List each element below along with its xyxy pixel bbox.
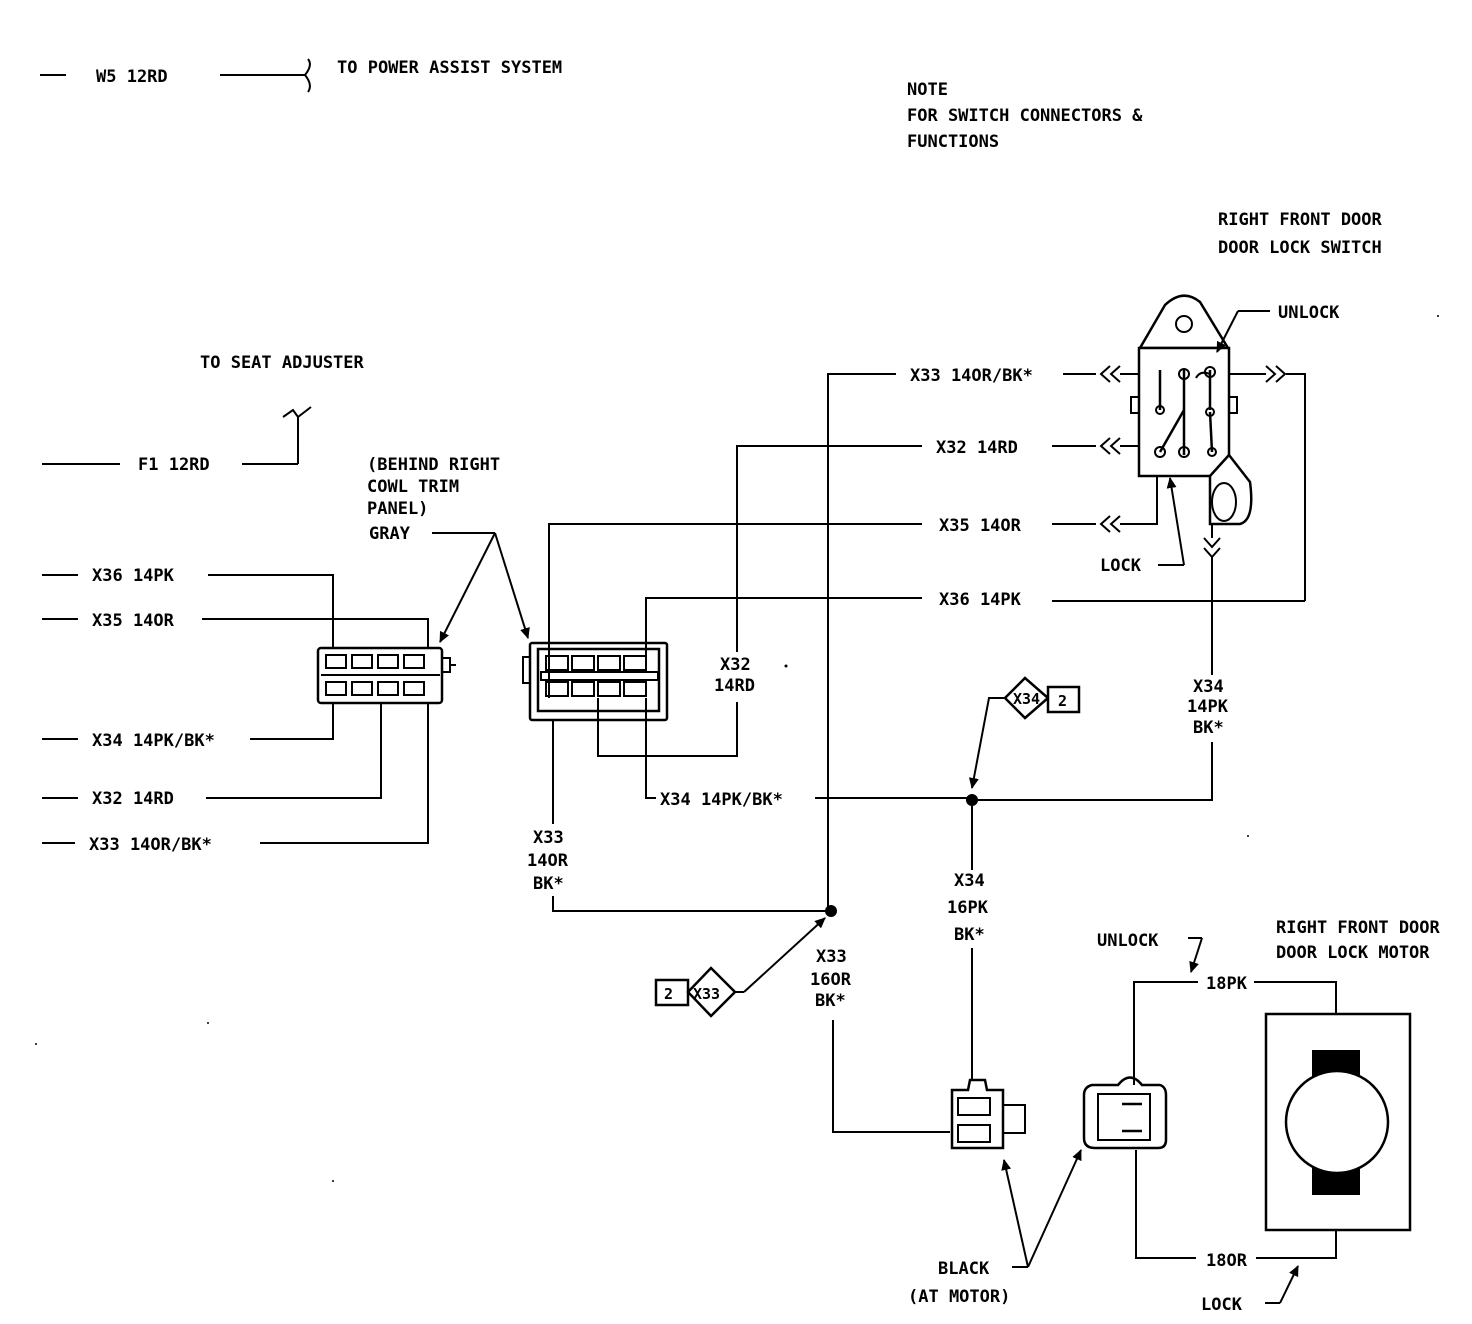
splice-x33-group: 2 X33 xyxy=(654,917,826,1018)
door-lock-switch: RIGHT FRONT DOOR DOOR LOCK SWITCH xyxy=(1130,210,1383,526)
label-black-line-2: (AT MOTOR) xyxy=(908,1287,1010,1307)
label-bot-x33-b: 16OR xyxy=(810,970,852,990)
label-left-x33: X33 14OR/BK* xyxy=(89,835,212,855)
label-sw-x34-a: X34 xyxy=(1193,677,1224,697)
label-sw-x34-b: 14PK xyxy=(1187,697,1229,717)
cowl-note-group: (BEHIND RIGHT COWL TRIM PANEL) GRAY xyxy=(367,455,530,643)
splice-x33-num: 2 xyxy=(664,985,673,1003)
label-w5-12rd: W5 12RD xyxy=(96,67,168,87)
motor-title-line-1: RIGHT FRONT DOOR xyxy=(1276,918,1441,938)
splice-point-x34 xyxy=(966,794,978,806)
label-bot-x34-b: 16PK xyxy=(947,898,989,918)
label-low-x33-a: X33 xyxy=(533,828,564,848)
label-power-assist: TO POWER ASSIST SYSTEM xyxy=(337,58,562,78)
splice-x33-id: X33 xyxy=(693,985,720,1003)
center-wire-group: X32 14RD X34 14PK/BK* X33 14OR BK* X33 1… xyxy=(527,373,972,1133)
black-connector-callout: BLACK (AT MOTOR) xyxy=(908,1149,1082,1307)
connector-chevron-icon xyxy=(1203,537,1221,559)
label-bot-x33-c: BK* xyxy=(815,991,846,1011)
label-motor-18pk: 18PK xyxy=(1206,974,1248,994)
cowl-connector-left xyxy=(316,646,456,705)
connector-chevron-icon xyxy=(1099,515,1121,533)
label-switch-unlock: UNLOCK xyxy=(1278,303,1340,323)
cowl-note-line-1: (BEHIND RIGHT xyxy=(367,455,500,475)
label-switch-lock: LOCK xyxy=(1100,556,1142,576)
label-sw-x34-c: BK* xyxy=(1193,718,1224,738)
cowl-note-line-4: GRAY xyxy=(369,524,411,544)
label-low-x33-b: 14OR xyxy=(527,851,569,871)
label-top-x36: X36 14PK xyxy=(939,590,1022,610)
label-bot-x34-c: BK* xyxy=(954,925,985,945)
label-seat-adjuster: TO SEAT ADJUSTER xyxy=(200,353,365,373)
left-wire-group: X36 14PK X35 14OR X34 14PK/BK* X32 14RD … xyxy=(42,566,429,855)
label-mid-x32-a: X32 xyxy=(720,655,751,675)
power-assist-group: W5 12RD TO POWER ASSIST SYSTEM xyxy=(40,58,562,93)
label-motor-unlock: UNLOCK xyxy=(1097,931,1159,951)
cowl-note-line-2: COWL TRIM xyxy=(367,477,459,497)
splice-x34-num: 2 xyxy=(1058,692,1067,710)
label-top-x35: X35 14OR xyxy=(939,516,1022,536)
switch-wire-labels: X33 14OR/BK* X32 14RD X35 14OR X36 14PK xyxy=(910,366,1033,610)
switch-lock-callout: LOCK xyxy=(1100,477,1185,576)
connector-chevron-icon xyxy=(1265,365,1287,383)
label-mid-x32-b: 14RD xyxy=(714,676,755,696)
label-bot-x34-a: X34 xyxy=(954,871,985,891)
label-left-x36: X36 14PK xyxy=(92,566,175,586)
switch-title-line-1: RIGHT FRONT DOOR xyxy=(1218,210,1383,230)
motor-title-line-2: DOOR LOCK MOTOR xyxy=(1276,943,1430,963)
scan-specks xyxy=(35,315,1439,1182)
splice-point-x33 xyxy=(825,905,837,917)
label-black-line-1: BLACK xyxy=(938,1259,990,1279)
label-motor-lock: LOCK xyxy=(1201,1295,1243,1315)
note-group: NOTE FOR SWITCH CONNECTORS & FUNCTIONS xyxy=(907,80,1143,152)
door-lock-motor: RIGHT FRONT DOOR DOOR LOCK MOTOR xyxy=(1264,918,1441,1232)
label-left-x35: X35 14OR xyxy=(92,611,175,631)
connector-chevron-icon xyxy=(1099,437,1121,455)
splice-x34-id: X34 xyxy=(1013,690,1040,708)
label-mid-x34: X34 14PK/BK* xyxy=(660,790,783,810)
switch-unlock-callout: UNLOCK xyxy=(1216,303,1340,353)
label-bot-x33-a: X33 xyxy=(816,947,847,967)
label-top-x33: X33 14OR/BK* xyxy=(910,366,1033,386)
switch-title-line-2: DOOR LOCK SWITCH xyxy=(1218,238,1382,258)
cowl-note-line-3: PANEL) xyxy=(367,499,428,519)
label-low-x33-c: BK* xyxy=(533,874,564,894)
label-left-x32: X32 14RD xyxy=(92,789,174,809)
note-line-2: FUNCTIONS xyxy=(907,132,999,152)
motor-side-connector xyxy=(1082,1076,1168,1150)
motor-harness-connector xyxy=(950,1078,1026,1150)
note-line-1: FOR SWITCH CONNECTORS & xyxy=(907,106,1143,126)
wire-break-icon xyxy=(282,406,312,419)
wire-break-icon xyxy=(304,58,311,93)
seat-adjuster-group: TO SEAT ADJUSTER F1 12RD xyxy=(42,353,365,475)
label-f1-12rd: F1 12RD xyxy=(138,455,210,475)
label-motor-18or: 18OR xyxy=(1206,1251,1248,1271)
label-top-x32: X32 14RD xyxy=(936,438,1018,458)
splice-x34-group: X34 2 X34 16PK BK* xyxy=(947,676,1081,1082)
connector-chevron-icon xyxy=(1099,365,1121,383)
label-left-x34: X34 14PK/BK* xyxy=(92,731,215,751)
note-title: NOTE xyxy=(907,80,948,100)
